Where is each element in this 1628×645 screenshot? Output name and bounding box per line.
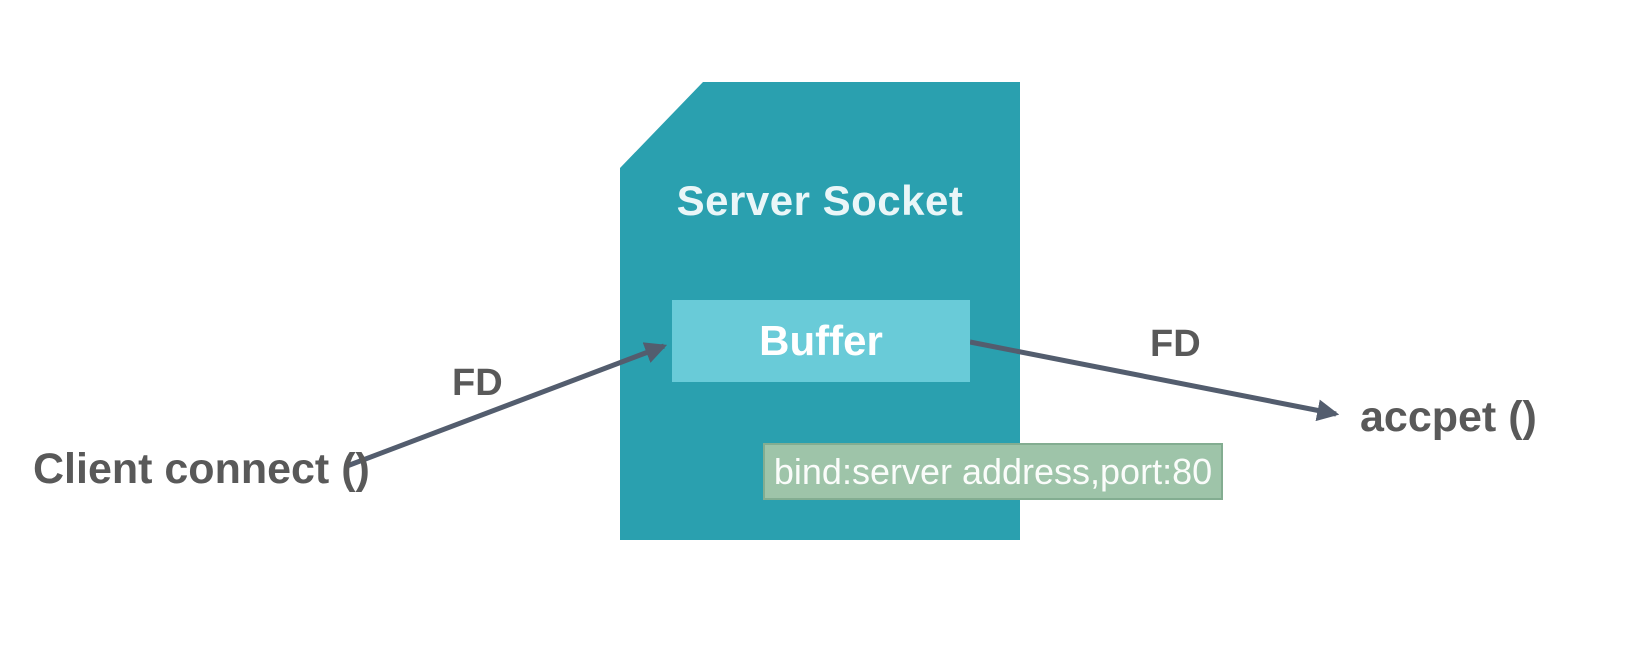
fd-label-left: FD — [452, 362, 503, 404]
fd-label-right: FD — [1150, 323, 1201, 365]
accept-label: accpet () — [1360, 393, 1537, 441]
fd-arrow-buffer-to-accept — [969, 339, 1340, 422]
bind-address-box: bind:server address,port:80 — [763, 443, 1223, 500]
server-socket-title: Server Socket — [676, 177, 964, 224]
fd-arrow-client-to-buffer — [346, 342, 668, 469]
client-connect-label: Client connect () — [33, 445, 370, 493]
buffer-box: Buffer — [672, 300, 970, 382]
